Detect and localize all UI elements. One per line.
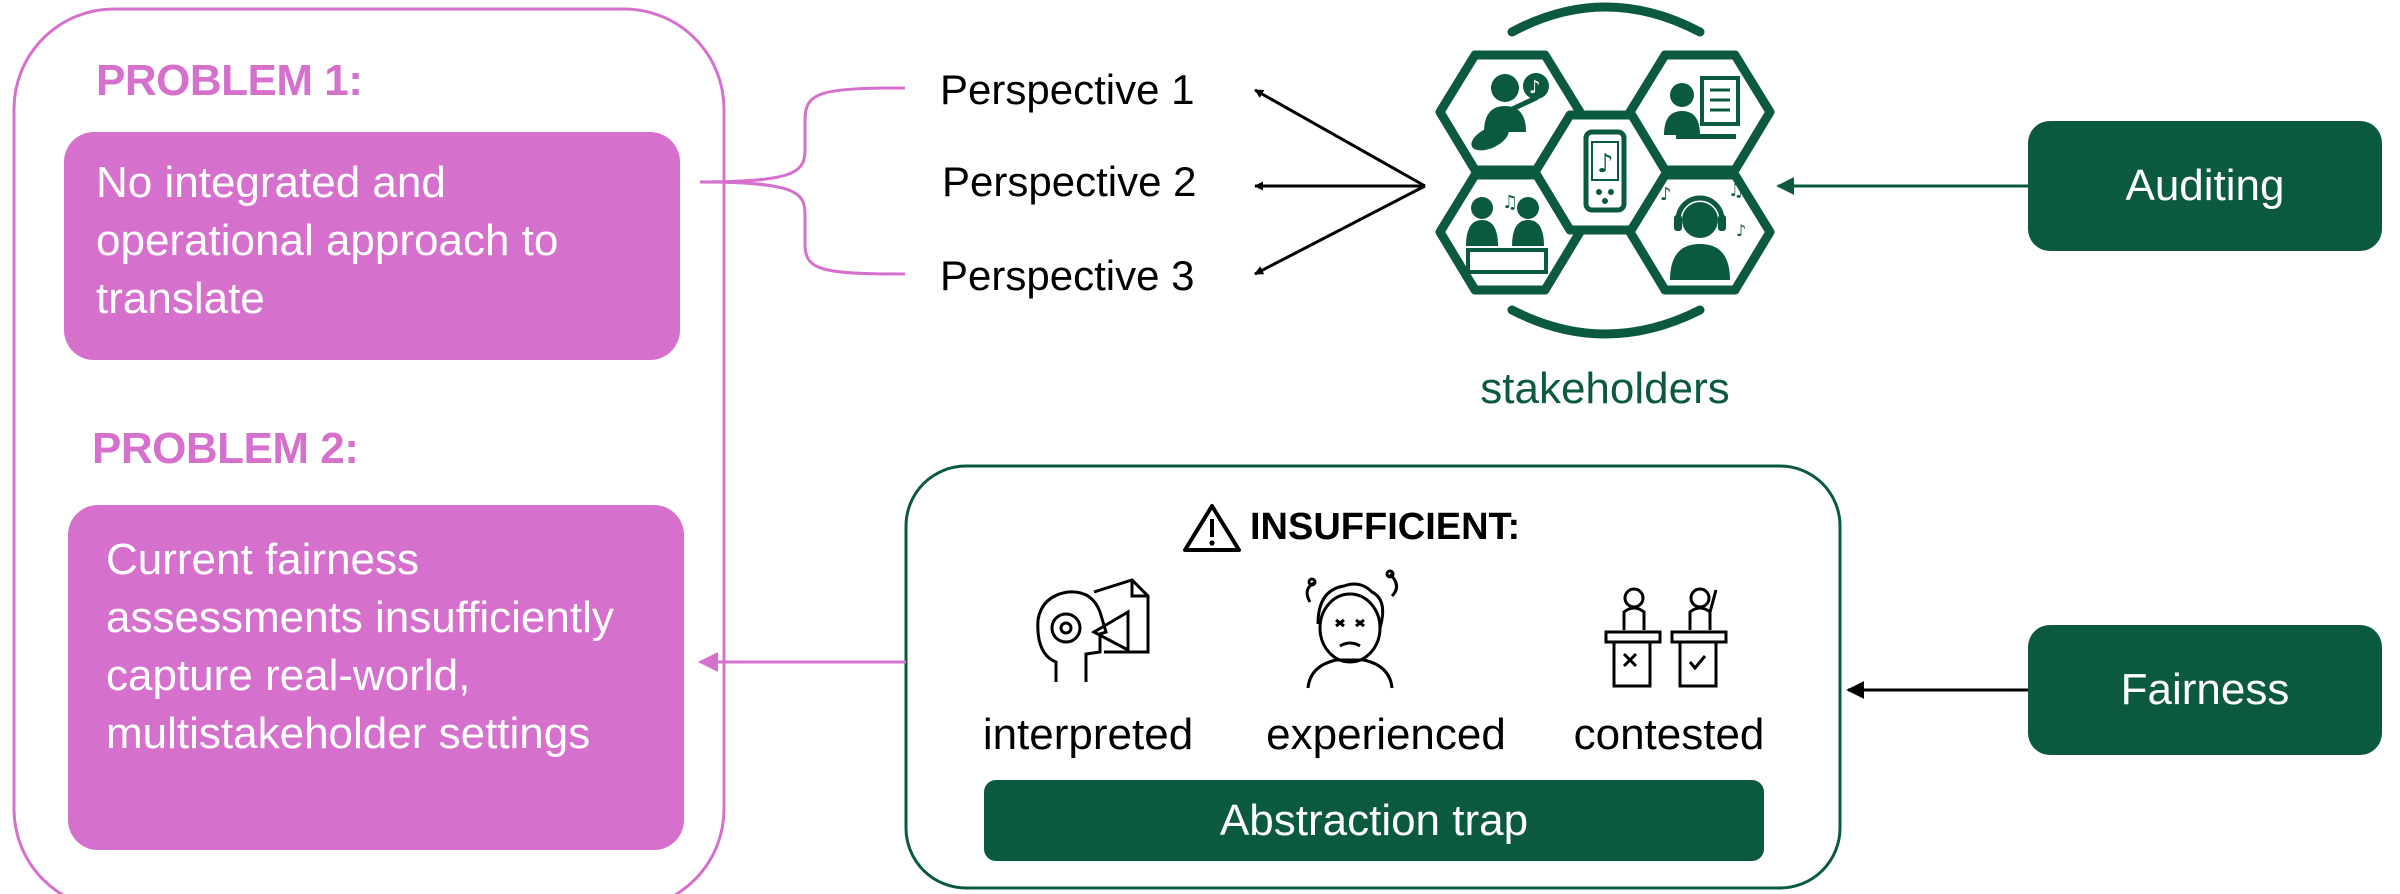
guitar-musician-icon: ♪ (1471, 73, 1549, 151)
insufficient-title: INSUFFICIENT: (1250, 506, 1521, 548)
abstraction-trap-bar: Abstraction trap (984, 780, 1764, 861)
perspective-2: Perspective 2 (942, 158, 1197, 205)
svg-text:♫: ♫ (1502, 192, 1518, 213)
category-contested: contested (1573, 710, 1765, 759)
stakeholders-label: stakeholders (1480, 364, 1730, 413)
fairness-button[interactable]: Fairness (2028, 625, 2382, 755)
music-teacher-icon: ♫ (1466, 192, 1548, 274)
smartphone-music-icon: ♪ (1583, 129, 1627, 213)
problem-2-box: Current fairness assessments insufficien… (68, 505, 684, 850)
dizzy-person-icon (1305, 569, 1398, 689)
svg-text:♪: ♪ (1529, 77, 1541, 98)
problem-1-box: No integrated and operational approach t… (64, 132, 680, 360)
category-interpreted: interpreted (982, 710, 1194, 759)
svg-text:♫: ♫ (1728, 180, 1744, 201)
stakeholder-arc-bottom (1507, 305, 1705, 339)
headphones-listener-icon: ♪ ♫ ♪ (1660, 180, 1746, 280)
head-gear-document-icon (1036, 578, 1150, 682)
problem-2-label: PROBLEM 2: (92, 424, 359, 473)
voting-desks-icon (1604, 587, 1728, 688)
svg-text:♪: ♪ (1660, 184, 1672, 205)
svg-text:♪: ♪ (1597, 149, 1614, 179)
svg-text:♪: ♪ (1736, 221, 1746, 240)
problem-1-label: PROBLEM 1: (96, 56, 363, 105)
problems-frame (12, 7, 726, 894)
stakeholder-arc-top (1507, 2, 1705, 37)
perspective-brace (699, 86, 906, 276)
arrow-to-perspective-3 (1254, 184, 1426, 276)
composer-icon (1664, 76, 1740, 139)
problem-1-text: No integrated and operational approach t… (96, 158, 559, 323)
perspective-1: Perspective 1 (940, 66, 1195, 113)
category-experienced: experienced (1266, 710, 1506, 759)
arrow-to-perspective-1 (1254, 88, 1426, 188)
warning-icon (1183, 504, 1241, 552)
perspective-3: Perspective 3 (940, 252, 1195, 299)
auditing-button[interactable]: Auditing (2028, 121, 2382, 251)
insufficient-frame (904, 464, 1842, 890)
problem-2-text: Current fairness assessments insufficien… (106, 535, 614, 758)
